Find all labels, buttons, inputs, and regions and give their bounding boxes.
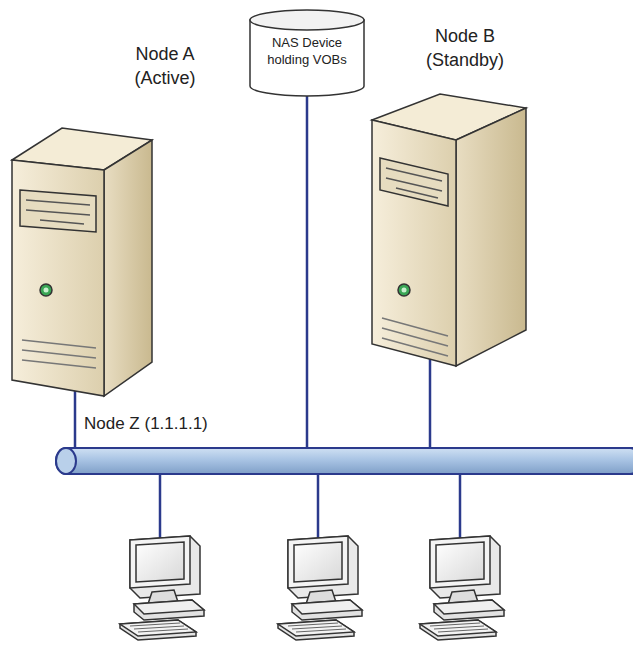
server-node: Node A (Active) (110, 42, 220, 90)
address-label: Node Z (1.1.1.1) (82, 414, 210, 434)
network-bus (56, 448, 633, 474)
client-computer (120, 536, 504, 640)
storage-cylinder: NAS Device holding VOBs (248, 8, 366, 98)
server-tower (12, 128, 152, 396)
node-heading: Node B (Standby) (400, 24, 530, 72)
server-node: Node B (Standby) (400, 24, 530, 72)
device-label: NAS Device holding VOBs (256, 34, 358, 68)
node-heading: Node A (Active) (110, 42, 220, 90)
server-tower (372, 94, 526, 366)
